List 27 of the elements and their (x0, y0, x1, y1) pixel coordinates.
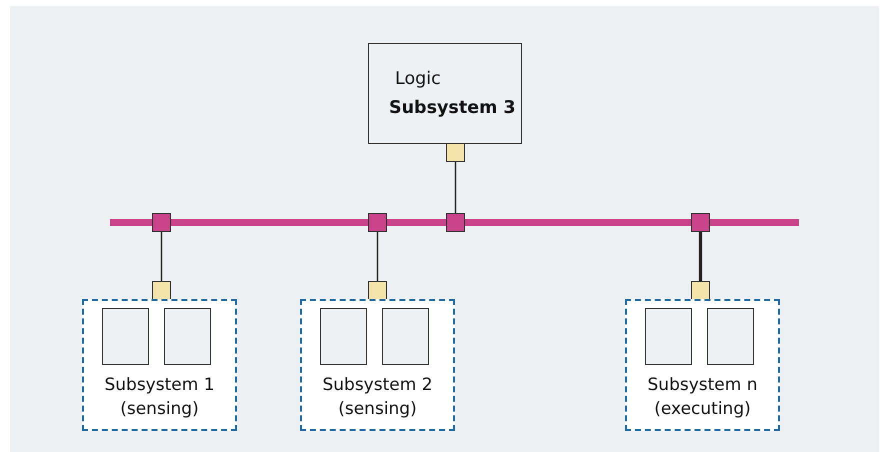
module-square (645, 308, 692, 365)
module-square (320, 308, 367, 365)
subsystem-label: Subsystem 2 (sensing) (321, 374, 434, 421)
module-square (382, 308, 429, 365)
subsystem-title: Subsystem 3 (389, 96, 516, 120)
bus-port-square (691, 213, 710, 232)
port-square (152, 281, 171, 300)
subsystem-label: Subsystem n (executing) (646, 374, 758, 421)
module-square (102, 308, 149, 365)
subsystem-box (82, 299, 237, 431)
bus-port-square (446, 213, 465, 232)
subsystem-label: Subsystem 1 (sensing) (103, 374, 216, 421)
subsystem-box (300, 299, 455, 431)
port-square (368, 281, 387, 300)
module-square (707, 308, 754, 365)
port-square (446, 143, 465, 162)
logic-box (368, 43, 522, 144)
module-square (164, 308, 211, 365)
connector-line (376, 232, 378, 281)
connector-line (698, 232, 702, 281)
subsystem-kind-label: Logic (395, 68, 441, 91)
bus-port-square (368, 213, 387, 232)
port-square (691, 281, 710, 300)
connector-line (160, 232, 162, 281)
connector-line (454, 162, 456, 213)
bus-port-square (152, 213, 171, 232)
subsystem-box (625, 299, 780, 431)
